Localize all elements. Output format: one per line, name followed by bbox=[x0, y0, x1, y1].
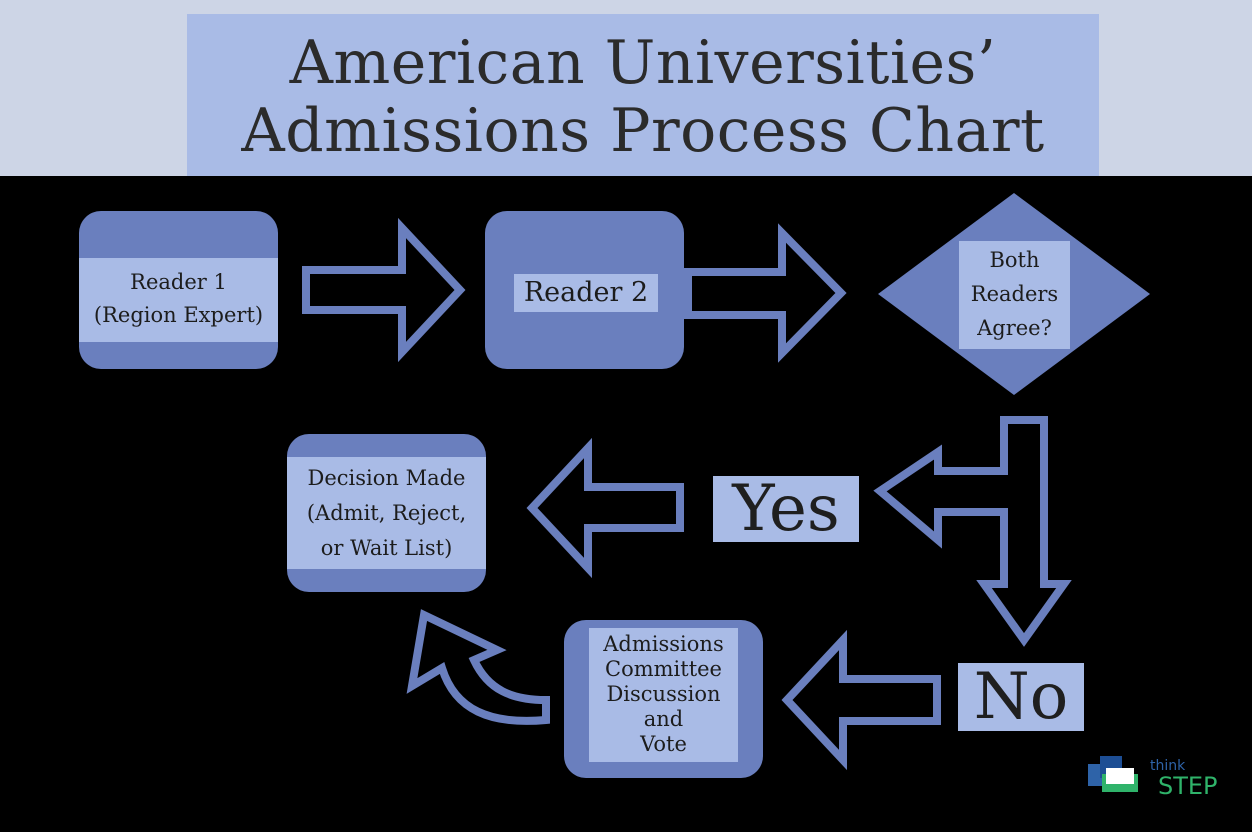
reader2-label: Reader 2 bbox=[514, 274, 658, 312]
decision-label: Both Readers Agree? bbox=[959, 241, 1070, 349]
decision-line-3: Agree? bbox=[977, 316, 1052, 340]
committee-line-1: Admissions bbox=[603, 632, 724, 656]
reader2-box: Reader 2 bbox=[485, 211, 684, 369]
title-line-1: American Universities’ bbox=[289, 28, 997, 98]
decision-line-2: Readers bbox=[970, 282, 1059, 306]
committee-line-5: Vote bbox=[640, 732, 687, 756]
title-line-2: Admissions Process Chart bbox=[241, 96, 1045, 166]
committee-line-4: and bbox=[643, 707, 684, 731]
decision-made-line-3: or Wait List) bbox=[320, 536, 453, 560]
committee-line-3: Discussion bbox=[606, 682, 721, 706]
yes-label: Yes bbox=[713, 476, 859, 542]
reader1-box: Reader 1 (Region Expert) bbox=[79, 211, 278, 369]
decision-made-label: Decision Made (Admit, Reject, or Wait Li… bbox=[287, 457, 486, 569]
reader1-line-2: (Region Expert) bbox=[93, 303, 264, 327]
thinkstep-logo-icon bbox=[1088, 756, 1138, 792]
reader1-label: Reader 1 (Region Expert) bbox=[79, 258, 278, 342]
committee-label: Admissions Committee Discussion and Vote bbox=[589, 628, 738, 762]
decision-made-line-1: Decision Made bbox=[307, 466, 466, 490]
arrow-reader2-to-decision bbox=[684, 223, 847, 363]
logo-step-text: STEP bbox=[1158, 772, 1218, 800]
decision-made-line-2: (Admit, Reject, bbox=[306, 501, 467, 525]
logo-think-text: think bbox=[1150, 758, 1186, 774]
committee-box: Admissions Committee Discussion and Vote bbox=[564, 620, 763, 778]
committee-line-2: Committee bbox=[605, 657, 722, 681]
arrow-reader1-to-reader2 bbox=[302, 217, 466, 363]
no-label: No bbox=[958, 663, 1084, 731]
reader1-line-1: Reader 1 bbox=[130, 270, 227, 294]
arrow-committee-to-decision-made bbox=[406, 609, 550, 725]
arrow-no-to-committee bbox=[781, 629, 941, 771]
arrow-decision-branch bbox=[873, 416, 1072, 647]
arrow-yes-to-decision-made bbox=[526, 437, 684, 579]
decision-line-1: Both bbox=[989, 248, 1040, 272]
decision-made-box: Decision Made (Admit, Reject, or Wait Li… bbox=[287, 434, 486, 592]
title-banner: American Universities’ Admissions Proces… bbox=[187, 14, 1099, 176]
